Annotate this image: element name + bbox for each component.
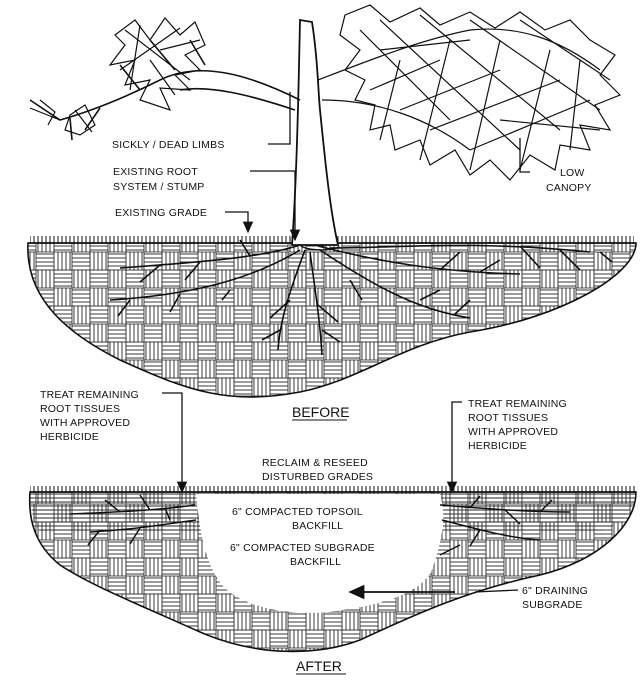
label-sickly-limbs: SICKLY / DEAD LIMBS bbox=[112, 139, 225, 151]
caption-before: BEFORE bbox=[292, 404, 350, 420]
caption-after: AFTER bbox=[296, 658, 342, 674]
label-treat-left-line1: TREAT REMAINING bbox=[40, 389, 139, 401]
label-draining-line1: 6" DRAINING bbox=[522, 585, 588, 597]
label-low-canopy-line1: LOW bbox=[560, 167, 585, 179]
label-topsoil-line1: 6" COMPACTED TOPSOIL bbox=[232, 506, 363, 518]
label-topsoil-line2: BACKFILL bbox=[292, 520, 343, 532]
label-reclaim-line2: DISTURBED GRADES bbox=[262, 471, 373, 483]
label-draining-line2: SUBGRADE bbox=[522, 599, 583, 611]
label-subgrade-line2: BACKFILL bbox=[290, 556, 341, 568]
after-section: TREAT REMAINING ROOT TISSUES WITH APPROV… bbox=[30, 389, 636, 674]
label-reclaim-line1: RECLAIM & RESEED bbox=[262, 457, 368, 469]
before-right-canopy bbox=[318, 5, 620, 180]
label-subgrade-line1: 6" COMPACTED SUBGRADE bbox=[230, 542, 375, 554]
label-treat-right-line1: TREAT REMAINING bbox=[468, 398, 567, 410]
label-treat-left-line3: WITH APPROVED bbox=[40, 417, 130, 429]
label-treat-right-line4: HERBICIDE bbox=[468, 440, 527, 452]
before-soil-mound bbox=[28, 243, 636, 397]
label-treat-left-line2: ROOT TISSUES bbox=[40, 403, 120, 415]
label-existing-root-line1: EXISTING ROOT bbox=[113, 166, 198, 178]
label-treat-left-line4: HERBICIDE bbox=[40, 431, 99, 443]
label-treat-right-line3: WITH APPROVED bbox=[468, 426, 558, 438]
before-section: SICKLY / DEAD LIMBS EXISTING ROOT SYSTEM… bbox=[28, 5, 636, 420]
label-low-canopy-line2: CANOPY bbox=[546, 182, 592, 194]
before-sickly-limbs bbox=[30, 40, 300, 140]
before-tree-trunk bbox=[292, 20, 340, 250]
label-treat-right-line2: ROOT TISSUES bbox=[468, 412, 548, 424]
label-existing-root-line2: SYSTEM / STUMP bbox=[113, 181, 204, 193]
label-existing-grade: EXISTING GRADE bbox=[115, 207, 207, 219]
before-leader-lines bbox=[225, 92, 530, 240]
